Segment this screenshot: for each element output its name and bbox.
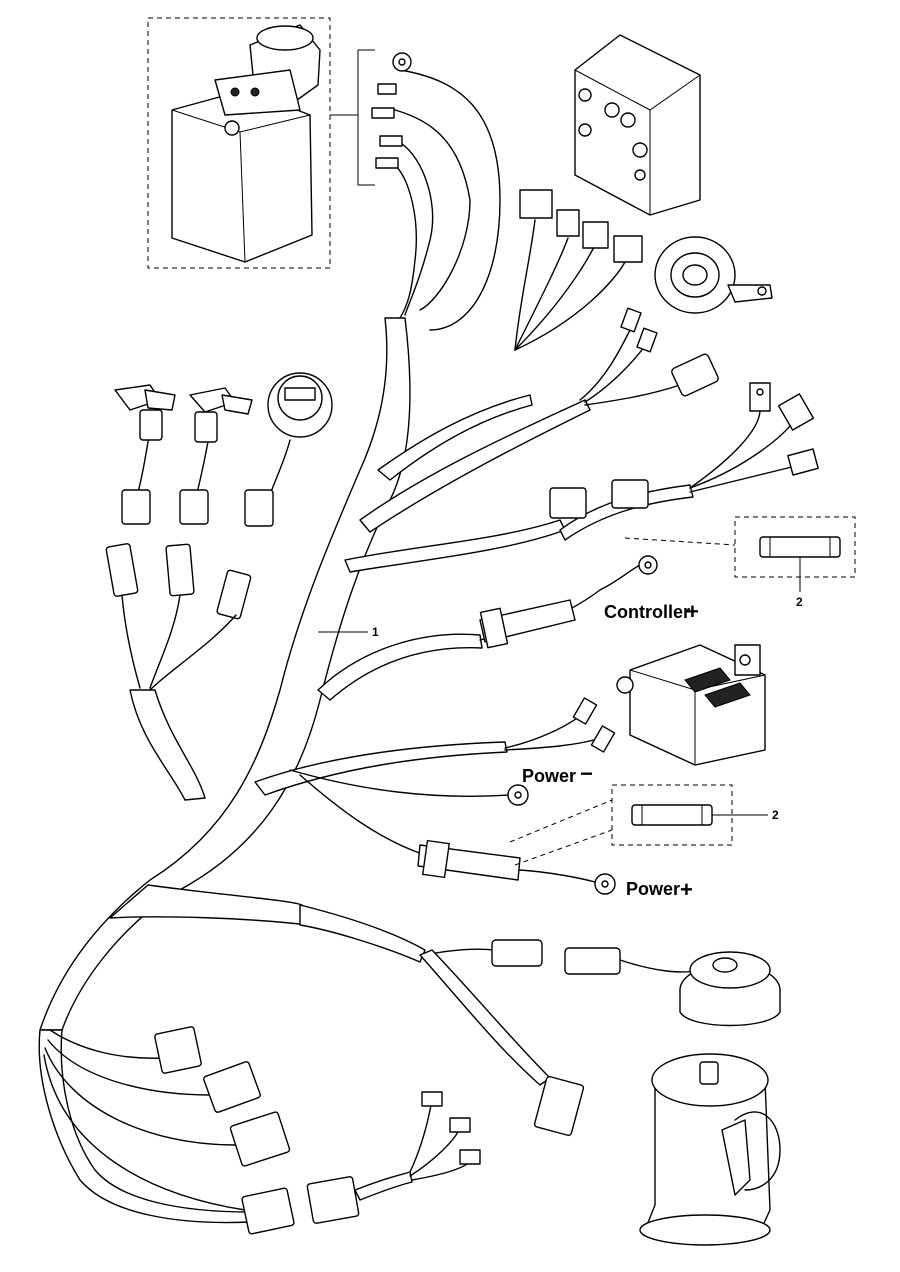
brake-connector-plug — [491, 939, 543, 967]
flag-terminal — [371, 107, 395, 119]
brake-assembly — [424, 939, 781, 1027]
connector-2pin — [154, 1026, 202, 1074]
key-switch-plug — [179, 489, 209, 525]
controller-module — [574, 34, 701, 216]
connector-socket — [306, 1176, 360, 1224]
power-minus-label: Power — [522, 766, 576, 786]
controller-plus-label: Controller — [604, 602, 690, 622]
callout-2-lower: 2 — [772, 808, 779, 822]
callout-2-upper: 2 — [796, 595, 803, 609]
meter-plug — [244, 489, 274, 527]
pump-leads — [371, 52, 501, 331]
flat-lug — [749, 382, 771, 412]
spade-pair-connectors — [579, 307, 658, 403]
connector-6pin — [519, 189, 553, 219]
socket-connector — [611, 479, 649, 509]
key-switches-and-meter — [105, 372, 333, 691]
lower-flat-connector — [419, 949, 585, 1137]
power-plus-label: Power — [626, 879, 680, 899]
drive-motor — [639, 1053, 781, 1246]
pump-dashed-box — [147, 17, 331, 269]
connector-3pin — [203, 1061, 261, 1113]
microswitch — [421, 1091, 443, 1107]
fuse-lower — [631, 804, 713, 826]
microswitch — [449, 1117, 471, 1133]
callout-1: 1 — [318, 625, 379, 639]
lower-left-breakouts — [43, 1026, 481, 1235]
socket-connector — [549, 487, 587, 519]
flag-terminal — [375, 157, 399, 169]
connector-4pin — [613, 235, 643, 263]
flag-terminal — [379, 135, 403, 147]
connector-4pin — [582, 221, 609, 249]
brake-connector-socket — [564, 947, 621, 975]
flat-lug — [787, 448, 819, 476]
power-minus-lead: Power − — [289, 761, 593, 806]
callout-1-number: 1 — [372, 625, 379, 639]
horn — [654, 236, 773, 314]
hydraulic-pump-assembly — [147, 17, 375, 269]
controller-fuse-holder: 2 Controller + — [479, 516, 856, 649]
power-plus-sign: + — [680, 877, 693, 902]
fuse-upper — [759, 536, 841, 558]
flag-terminal — [377, 83, 397, 95]
microswitch-leads — [549, 382, 819, 541]
connector-plug — [241, 1187, 295, 1235]
multipin-connectors-top — [514, 189, 643, 351]
controller-plus-sign: + — [686, 599, 699, 624]
key-switch-plug — [121, 489, 151, 525]
connector-4pin — [229, 1111, 291, 1167]
power-fuse-holder: 2 Power + — [299, 774, 779, 902]
connector-4pin — [556, 209, 580, 237]
microswitch — [459, 1149, 481, 1165]
power-minus-sign: − — [580, 761, 593, 786]
solenoid-contactor — [504, 644, 766, 766]
main-harness-trunk — [38, 317, 591, 1224]
flat-lug — [777, 393, 815, 431]
weatherpack-connector — [584, 353, 719, 406]
